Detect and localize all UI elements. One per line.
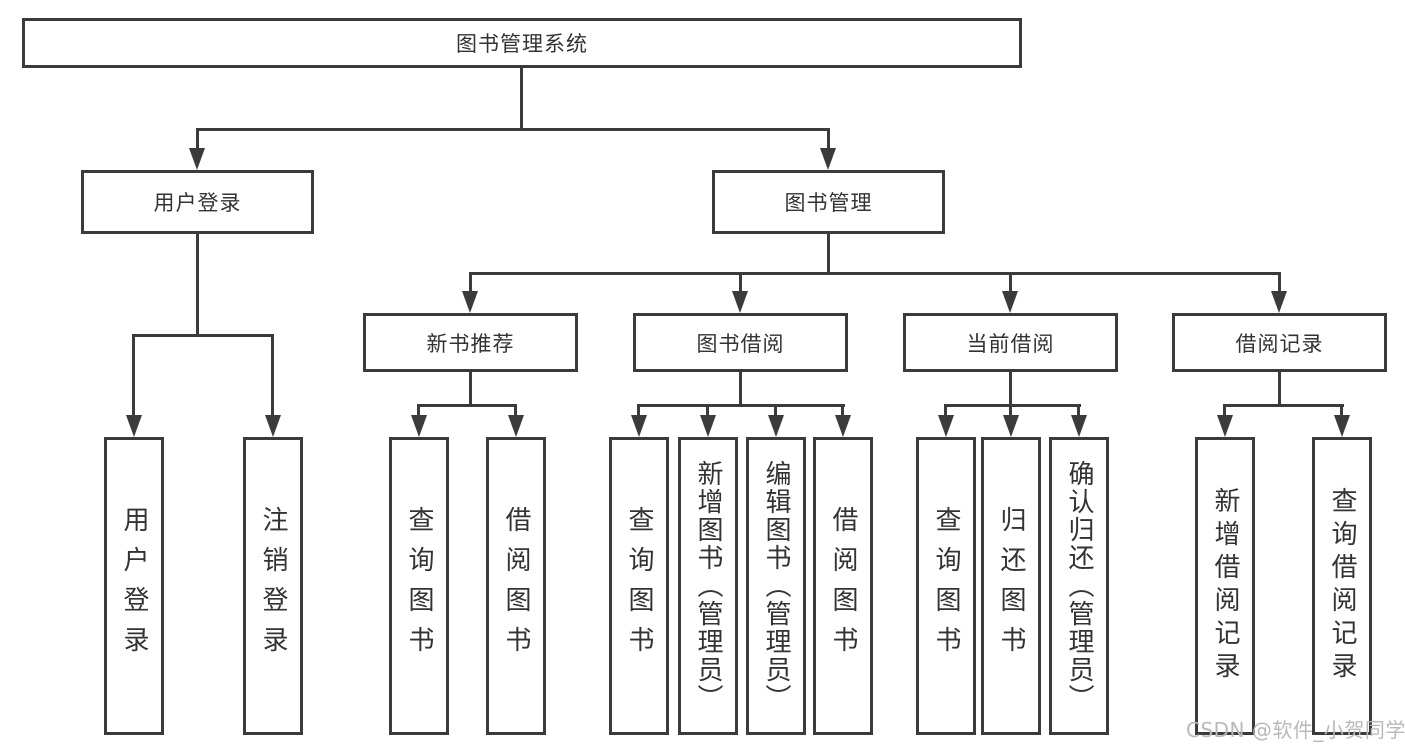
arrow-down-icon	[508, 415, 524, 437]
connector-line	[469, 372, 472, 407]
connector-line	[271, 334, 274, 420]
connector-line	[469, 272, 1281, 275]
connector-line	[827, 234, 830, 275]
arrow-down-icon	[1217, 415, 1233, 437]
connector-line	[1278, 372, 1281, 407]
arrow-down-icon	[938, 415, 954, 437]
arrow-down-icon	[820, 148, 836, 170]
node-book-management: 图书管理	[712, 170, 945, 234]
arrow-down-icon	[126, 415, 142, 437]
leaf-label: 用户登录	[119, 506, 149, 666]
connector-line	[1009, 404, 1012, 419]
connector-line	[132, 334, 135, 420]
connector-line	[196, 234, 199, 337]
connector-line	[739, 272, 742, 295]
arrow-down-icon	[462, 291, 478, 313]
connector-line	[637, 404, 640, 419]
csdn-watermark: CSDN @软件_小贺同学	[1186, 718, 1405, 742]
leaf-add-borrow-record: 新增借阅记录	[1195, 437, 1255, 735]
arrow-down-icon	[768, 415, 784, 437]
connector-line	[469, 272, 472, 295]
arrow-down-icon	[189, 148, 205, 170]
node-current-borrowing: 当前借阅	[903, 313, 1118, 372]
connector-line	[1223, 404, 1226, 419]
connector-line	[944, 404, 1081, 407]
connector-line	[132, 334, 274, 337]
leaf-add-book-admin: 新增图书（管理员）	[678, 437, 738, 735]
leaf-label: 查询图书	[931, 506, 961, 666]
leaf-logout: 注销登录	[243, 437, 303, 735]
connector-line	[417, 404, 517, 407]
leaf-label: 借阅图书	[501, 506, 531, 666]
arrow-down-icon	[411, 415, 427, 437]
connector-line	[196, 128, 830, 131]
connector-line	[1278, 272, 1281, 295]
leaf-confirm-return-admin: 确认归还（管理员）	[1049, 437, 1109, 735]
arrow-down-icon	[700, 415, 716, 437]
leaf-return-book: 归还图书	[981, 437, 1041, 735]
node-book-borrowing: 图书借阅	[633, 313, 848, 372]
connector-line	[417, 404, 420, 419]
leaf-user-login: 用户登录	[104, 437, 164, 735]
leaf-label: 查询借阅记录	[1327, 487, 1357, 685]
leaf-borrow-books: 借阅图书	[813, 437, 873, 735]
leaf-query-books-borrowing: 查询图书	[609, 437, 669, 735]
arrow-down-icon	[1003, 415, 1019, 437]
leaf-edit-book-admin: 编辑图书（管理员）	[746, 437, 806, 735]
connector-line	[706, 404, 709, 419]
connector-line	[196, 128, 199, 153]
arrow-down-icon	[631, 415, 647, 437]
node-root-library-management-system: 图书管理系统	[22, 18, 1022, 68]
leaf-label: 编辑图书（管理员）	[761, 460, 791, 712]
leaf-label: 新增图书（管理员）	[693, 460, 723, 712]
leaf-query-borrow-record: 查询借阅记录	[1312, 437, 1372, 735]
arrow-down-icon	[732, 291, 748, 313]
leaf-label: 借阅图书	[828, 506, 858, 666]
arrow-down-icon	[1271, 291, 1287, 313]
node-borrowing-records: 借阅记录	[1172, 313, 1387, 372]
leaf-label: 查询图书	[624, 506, 654, 666]
connector-line	[1223, 404, 1344, 407]
connector-line	[1009, 272, 1012, 295]
connector-line	[841, 404, 844, 419]
connector-line	[1077, 404, 1080, 419]
leaf-label: 新增借阅记录	[1210, 487, 1240, 685]
leaf-query-books-current: 查询图书	[916, 437, 976, 735]
node-user-login: 用户登录	[81, 170, 314, 234]
leaf-query-books-recommend: 查询图书	[389, 437, 449, 735]
connector-line	[1340, 404, 1343, 419]
arrow-down-icon	[835, 415, 851, 437]
leaf-label: 注销登录	[258, 506, 288, 666]
arrow-down-icon	[1002, 291, 1018, 313]
leaf-label: 归还图书	[996, 506, 1026, 666]
connector-line	[637, 404, 845, 407]
leaf-label: 确认归还（管理员）	[1064, 460, 1094, 712]
arrow-down-icon	[265, 415, 281, 437]
leaf-label: 查询图书	[404, 506, 434, 666]
connector-line	[520, 68, 523, 129]
connector-line	[514, 404, 517, 419]
connector-line	[739, 372, 742, 407]
node-new-book-recommendation: 新书推荐	[363, 313, 578, 372]
connector-line	[827, 128, 830, 153]
connector-line	[944, 404, 947, 419]
connector-line	[1009, 372, 1012, 407]
leaf-borrow-books-recommend: 借阅图书	[486, 437, 546, 735]
arrow-down-icon	[1334, 415, 1350, 437]
arrow-down-icon	[1071, 415, 1087, 437]
connector-line	[774, 404, 777, 419]
